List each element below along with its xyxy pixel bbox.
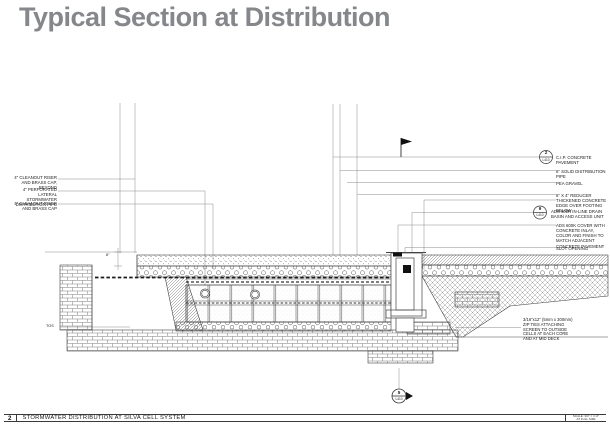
- detail-callout-2-number: 2: [544, 150, 548, 156]
- detail-callout-2-sheet: L410: [542, 157, 550, 162]
- label-solid-distribution-pipe: 6" SOLID DISTRIBUTION PIPE: [556, 168, 606, 179]
- label-thickened-concrete-edge: THICKENED CONCRETE EDGE OVER FOOTING BEL…: [556, 198, 607, 214]
- detail-callout-9-sheet: L410: [536, 213, 544, 218]
- label-slot-opening: SLOT OPENING: [556, 245, 589, 251]
- label-cleanout-riser: 4" CLEANOUT RISER AND BRASS CAP: [14, 201, 57, 212]
- section-marker-number: 5: [397, 389, 401, 395]
- title-bar-divider: [16, 414, 18, 422]
- label-cleanout-riser-beyond: 4" CLEANOUT RISER AND BRASS CAP, BEYOND: [14, 174, 57, 190]
- section-marker-sheet: L410: [395, 397, 403, 402]
- detail-title-bar: 2 STORMWATER DISTRIBUTION AT SILVA CELL …: [4, 414, 606, 422]
- page-title: Typical Section at Distribution: [19, 2, 391, 32]
- scale-box: SCALE: 3/4" = 1'-0" AT FULL SIZE: [565, 414, 606, 422]
- label-pea-gravel: PEA GRAVEL: [556, 180, 583, 186]
- label-cip-concrete-pavement: C.I.P. CONCRETE PAVEMENT: [556, 154, 592, 165]
- detail-callout-9-number: 9: [538, 205, 542, 211]
- anchor-note: 3/16"x12" (5mm x 300mm) ZIP TIES ATTACHI…: [523, 317, 573, 342]
- scale-text: SCALE: 3/4" = 1'-0": [572, 413, 600, 418]
- pavement-thickness-dimension: 8": [106, 253, 110, 257]
- label-perforated-lateral-pipe: 4" PERFORATED LATERAL STORMWATER DISTRIB…: [15, 187, 57, 208]
- label-drain-basin: ADS 600K IN-LINE DRAIN BASIN AND ACCESS …: [551, 208, 604, 219]
- detail-title: STORMWATER DISTRIBUTION AT SILVA CELL SY…: [22, 415, 186, 421]
- label-reducer: 6" X 4" REDUCER: [556, 192, 592, 198]
- elevation-label: TOS: [46, 323, 54, 328]
- scale-subtext: AT FULL SIZE: [576, 417, 596, 421]
- detail-number: 2: [8, 414, 12, 422]
- label-ads-cover: ADS 600K COVER WITH CONCRETE INLAY, COLO…: [556, 223, 605, 249]
